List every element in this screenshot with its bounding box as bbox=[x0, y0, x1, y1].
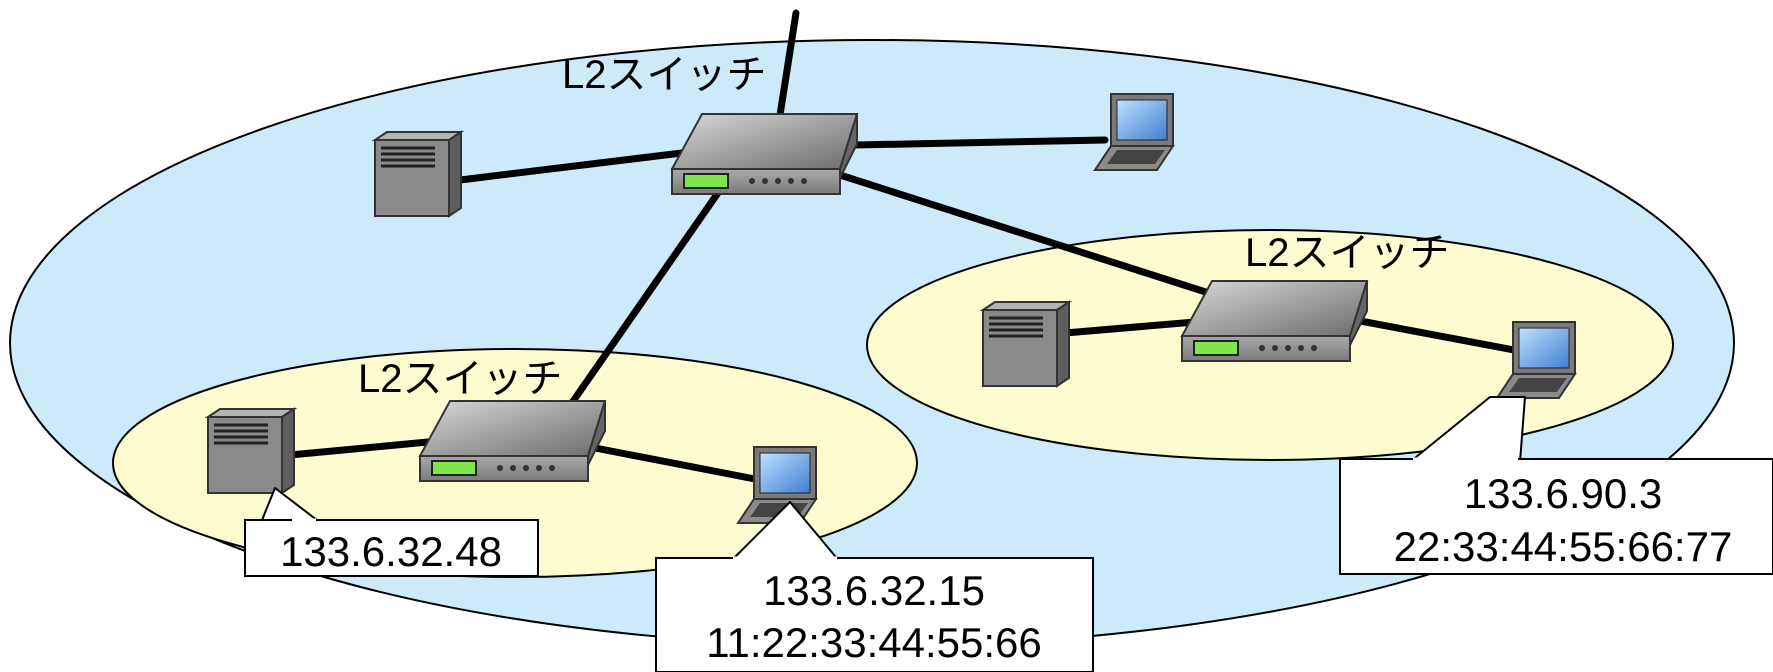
cable-top-to-right-switch bbox=[836, 171, 1219, 299]
laptop-right-ip: 133.6.90.3 bbox=[1464, 470, 1663, 517]
cable-right-switch-server bbox=[1061, 318, 1199, 337]
cable-left-switch-server bbox=[286, 438, 432, 459]
l2-switch-top-icon bbox=[671, 113, 858, 195]
l2-switch-left-icon bbox=[419, 400, 606, 482]
server-left-icon bbox=[206, 407, 296, 495]
server-left-ip: 133.6.32.48 bbox=[280, 528, 502, 575]
laptop-left-ip: 133.6.32.15 bbox=[763, 567, 985, 614]
l2-switch-right-icon bbox=[1181, 280, 1368, 362]
cables bbox=[286, 9, 1529, 484]
callout-laptop-right: 133.6.90.3 22:33:44:55:66:77 bbox=[1339, 396, 1773, 575]
callout-server-left: 133.6.32.48 bbox=[244, 487, 539, 577]
cable-top-to-left-switch bbox=[556, 186, 724, 424]
server-right-icon bbox=[981, 300, 1071, 388]
server-top-icon bbox=[373, 130, 463, 218]
callout-laptop-left: 133.6.32.15 11:22:33:44:55:66 bbox=[655, 501, 1094, 672]
cable-top-switch-laptop bbox=[851, 136, 1109, 149]
switch-label-top: L2スイッチ bbox=[562, 53, 767, 97]
laptop-right-mac: 22:33:44:55:66:77 bbox=[1394, 523, 1733, 570]
cable-left-switch-laptop bbox=[586, 443, 764, 484]
switch-label-right: L2スイッチ bbox=[1245, 231, 1450, 275]
cable-top-switch-server bbox=[456, 148, 694, 184]
cable-right-switch-laptop bbox=[1351, 316, 1529, 356]
laptop-left-mac: 11:22:33:44:55:66 bbox=[706, 619, 1042, 666]
switch-label-left: L2スイッチ bbox=[358, 357, 563, 401]
uplink-cable bbox=[776, 9, 800, 119]
